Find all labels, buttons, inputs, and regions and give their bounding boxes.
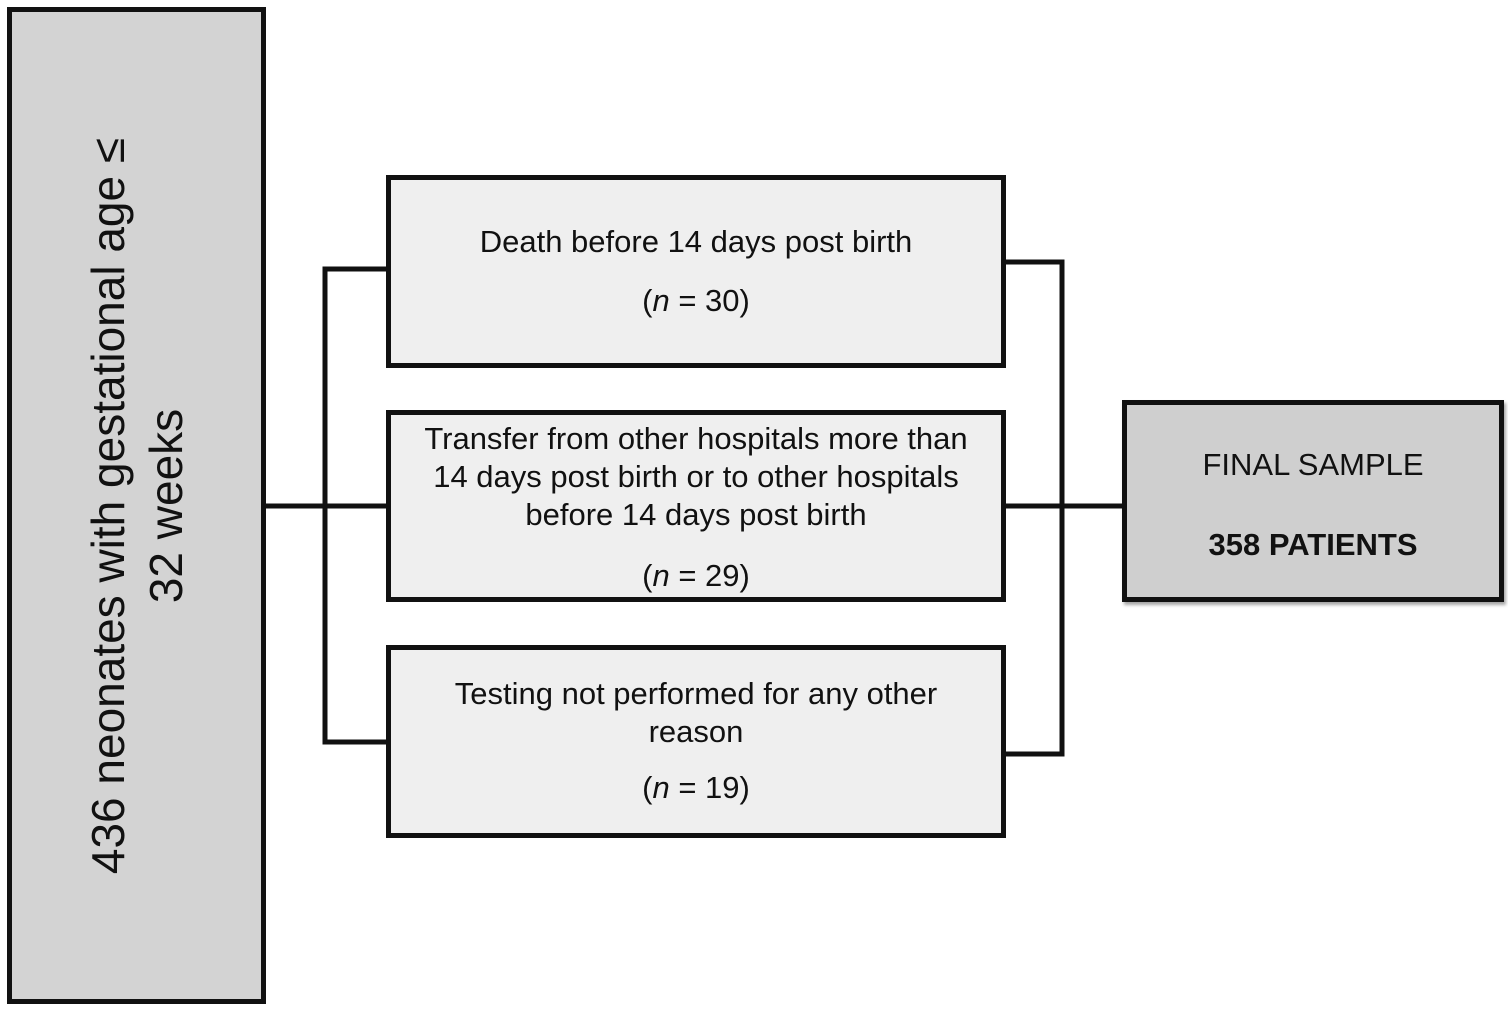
exclusion-box-transfer: Transfer from other hospitals more than …: [386, 410, 1006, 602]
exclusion-label: Testing not performed for any other reas…: [454, 676, 938, 749]
exclusion-count: (n = 30): [642, 283, 750, 318]
source-population-box: 436 neonates with gestational age ≤ 32 w…: [7, 7, 266, 1004]
exclusion-label: Transfer from other hospitals more than …: [424, 421, 968, 532]
final-sample-label: FINAL SAMPLE: [1202, 447, 1424, 482]
exclusion-box-testing: Testing not performed for any other reas…: [386, 645, 1006, 838]
exclusion-label: Death before 14 days post birth: [479, 224, 913, 259]
final-sample-box: FINAL SAMPLE 358 PATIENTS: [1122, 400, 1504, 602]
exclusion-count: (n = 29): [642, 558, 750, 593]
source-population-label: 436 neonates with gestational age ≤ 32 w…: [81, 137, 192, 874]
final-sample-count: 358 PATIENTS: [1208, 527, 1418, 562]
exclusion-box-death: Death before 14 days post birth (n = 30): [386, 175, 1006, 368]
exclusion-count: (n = 19): [642, 770, 750, 805]
